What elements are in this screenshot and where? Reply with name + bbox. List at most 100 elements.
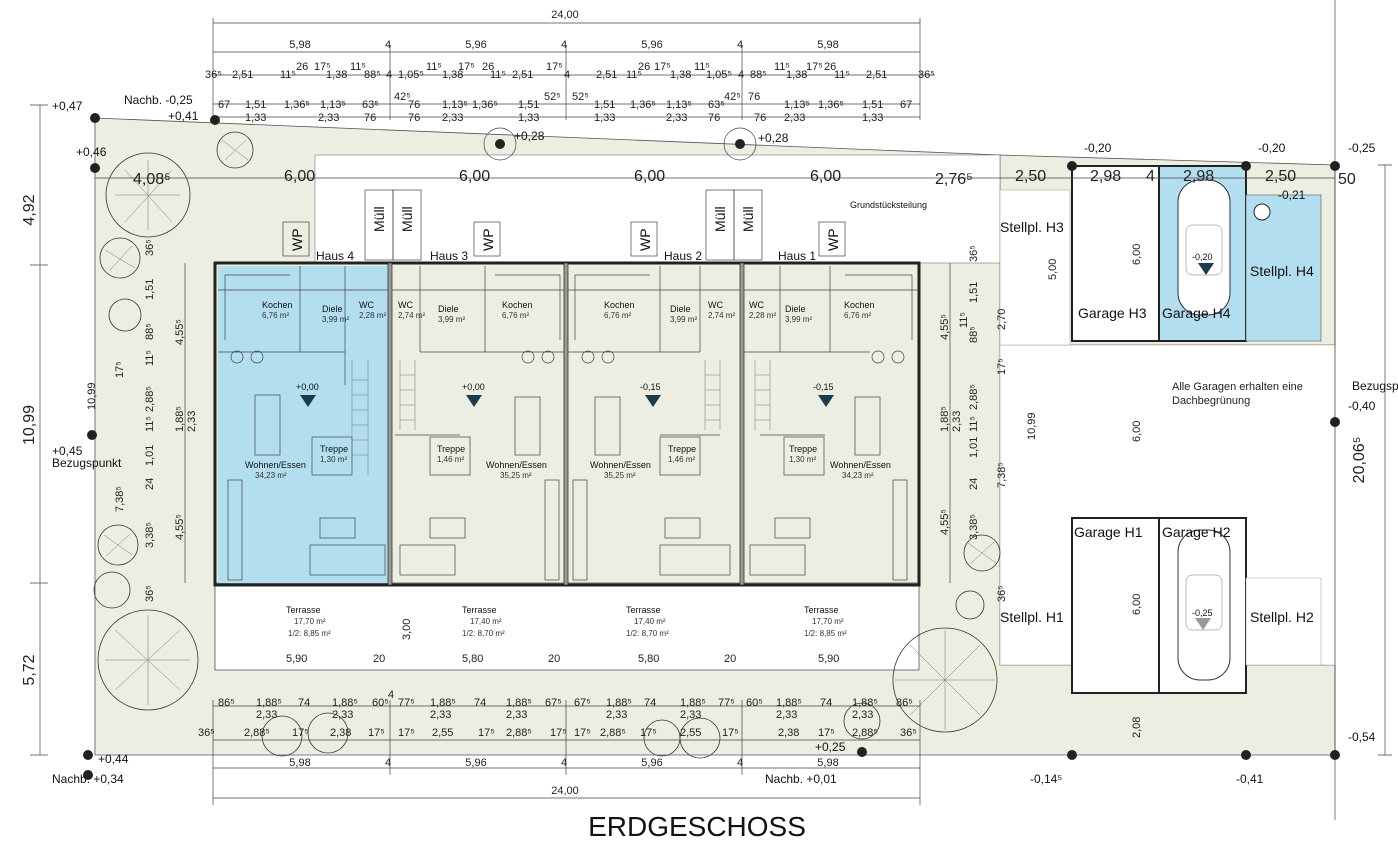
stellpl-h2-box [1245,577,1322,666]
svg-text:6,00: 6,00 [1131,244,1143,265]
svg-text:+0,25: +0,25 [815,740,846,754]
svg-text:4: 4 [388,689,394,701]
svg-text:36⁵: 36⁵ [144,239,156,256]
svg-text:4: 4 [561,757,567,769]
svg-text:1,36⁵: 1,36⁵ [284,99,310,111]
svg-text:1,46 m²: 1,46 m² [437,455,464,464]
svg-text:Treppe: Treppe [437,444,465,454]
top-dim-row5: 1,33 2,33 76 76 2,33 1,33 1,33 2,33 76 7… [245,112,883,124]
garage-h1-box [1071,517,1160,694]
svg-text:4,55⁵: 4,55⁵ [939,509,951,535]
trees [93,131,1001,759]
house-1-labels: Haus 1 Kochen 6,76 m² Diele 3,99 m² WC 2… [749,249,891,665]
svg-text:2,70: 2,70 [996,309,1008,330]
svg-text:5,98: 5,98 [289,757,310,769]
svg-text:1/2: 8,70 m²: 1/2: 8,70 m² [626,629,669,638]
svg-text:60⁵: 60⁵ [372,697,389,709]
svg-text:Kochen: Kochen [502,300,533,310]
svg-text:4: 4 [738,69,744,81]
svg-text:4: 4 [386,69,392,81]
svg-text:+0,45: +0,45 [52,444,83,458]
svg-text:WC: WC [398,300,413,310]
svg-text:4: 4 [1146,168,1155,185]
svg-text:4: 4 [564,69,570,81]
svg-text:2,33: 2,33 [666,112,687,124]
svg-text:74: 74 [474,697,486,709]
svg-text:5,96: 5,96 [641,39,662,51]
svg-text:2,33: 2,33 [506,709,527,721]
svg-text:2,88⁵: 2,88⁵ [852,727,878,739]
svg-text:17⁵: 17⁵ [722,727,739,739]
svg-text:1,36⁵: 1,36⁵ [630,99,656,111]
svg-text:Dachbegrünung: Dachbegrünung [1172,395,1250,407]
level-marker-haus2 [645,395,661,407]
svg-text:1,88⁵: 1,88⁵ [332,697,358,709]
svg-text:Müll: Müll [371,206,387,232]
svg-text:42⁵: 42⁵ [724,91,741,103]
svg-text:2,33: 2,33 [256,709,277,721]
svg-text:1,38: 1,38 [670,69,691,81]
svg-text:52⁵: 52⁵ [544,91,561,103]
svg-text:-0,41: -0,41 [1236,772,1264,786]
wp-box-3 [630,221,658,257]
level-marker-haus3 [466,395,482,407]
left-dim-2: 10,99 [21,405,38,445]
svg-text:1,13⁵: 1,13⁵ [320,99,346,111]
svg-text:1,88⁵: 1,88⁵ [939,406,951,432]
svg-text:5,98: 5,98 [817,757,838,769]
svg-text:4,55⁵: 4,55⁵ [174,514,186,540]
svg-text:6,00: 6,00 [1131,594,1143,615]
svg-text:2,88⁵: 2,88⁵ [244,727,270,739]
svg-text:1,01: 1,01 [144,445,156,466]
svg-text:Diele: Diele [670,304,691,314]
bottom-dim-row2: 2,33 2,33 2,33 2,33 2,33 2,33 2,33 2,33 [256,709,873,721]
svg-text:-0,14⁵: -0,14⁵ [1030,772,1062,786]
svg-text:Terrasse: Terrasse [286,605,321,615]
svg-text:77⁵: 77⁵ [398,697,415,709]
svg-text:76: 76 [408,112,420,124]
svg-text:76: 76 [748,91,760,103]
top-dim-row3: 36⁵ 2,51 11⁵ 26 17⁵ 1,38 11⁵ 88⁵ 4 1,05⁵… [205,61,935,81]
svg-text:Haus 2: Haus 2 [664,249,702,263]
level-marker-h2 [1195,618,1211,630]
svg-text:1,88⁵: 1,88⁵ [430,697,456,709]
svg-text:WP: WP [637,228,653,251]
terrace-dim: 3,00 [401,619,413,640]
svg-text:1,38: 1,38 [326,69,347,81]
svg-text:20: 20 [724,653,736,665]
svg-text:Garage H2: Garage H2 [1162,524,1231,540]
muell-box-4 [733,189,763,261]
svg-text:5,80: 5,80 [638,653,659,665]
svg-text:11⁵: 11⁵ [490,69,506,81]
svg-text:3,99 m²: 3,99 m² [785,315,812,324]
svg-text:52⁵: 52⁵ [572,91,589,103]
car-h2 [1177,529,1231,681]
spacing-dims: 4,08⁵ 6,00 6,00 6,00 6,00 2,76⁵ 2,50 2,9… [133,168,1356,188]
bottom-dim-row3: 36⁵ 2,88⁵ 17⁵ 2,38 17⁵ 17⁵ 2,55 17⁵ 2,88… [198,727,917,739]
svg-text:2,38: 2,38 [778,727,799,739]
svg-text:5,96: 5,96 [641,757,662,769]
terrace-strip [214,582,920,671]
svg-text:2,33: 2,33 [606,709,627,721]
svg-text:17,40 m²: 17,40 m² [470,617,502,626]
svg-text:74: 74 [644,697,656,709]
svg-text:1,88⁵: 1,88⁵ [852,697,878,709]
svg-text:WP: WP [480,228,496,251]
svg-text:2,74 m²: 2,74 m² [398,311,425,320]
drawing-title: ERDGESCHOSS [588,811,806,842]
svg-text:2,33: 2,33 [680,709,701,721]
svg-text:1,38: 1,38 [442,69,463,81]
svg-text:67: 67 [218,99,230,111]
svg-text:Kochen: Kochen [844,300,875,310]
svg-text:36⁵: 36⁵ [198,727,215,739]
svg-text:2,51: 2,51 [232,69,253,81]
level-marker-haus1 [818,395,834,407]
svg-text:2,74 m²: 2,74 m² [708,311,735,320]
svg-text:6,00: 6,00 [284,168,315,185]
svg-text:88⁵: 88⁵ [750,69,767,81]
svg-text:11⁵: 11⁵ [144,350,156,366]
svg-text:Haus 1: Haus 1 [778,249,816,263]
party-wall-1 [387,262,393,586]
svg-text:17⁵: 17⁵ [398,727,415,739]
svg-text:17⁵: 17⁵ [546,61,563,73]
